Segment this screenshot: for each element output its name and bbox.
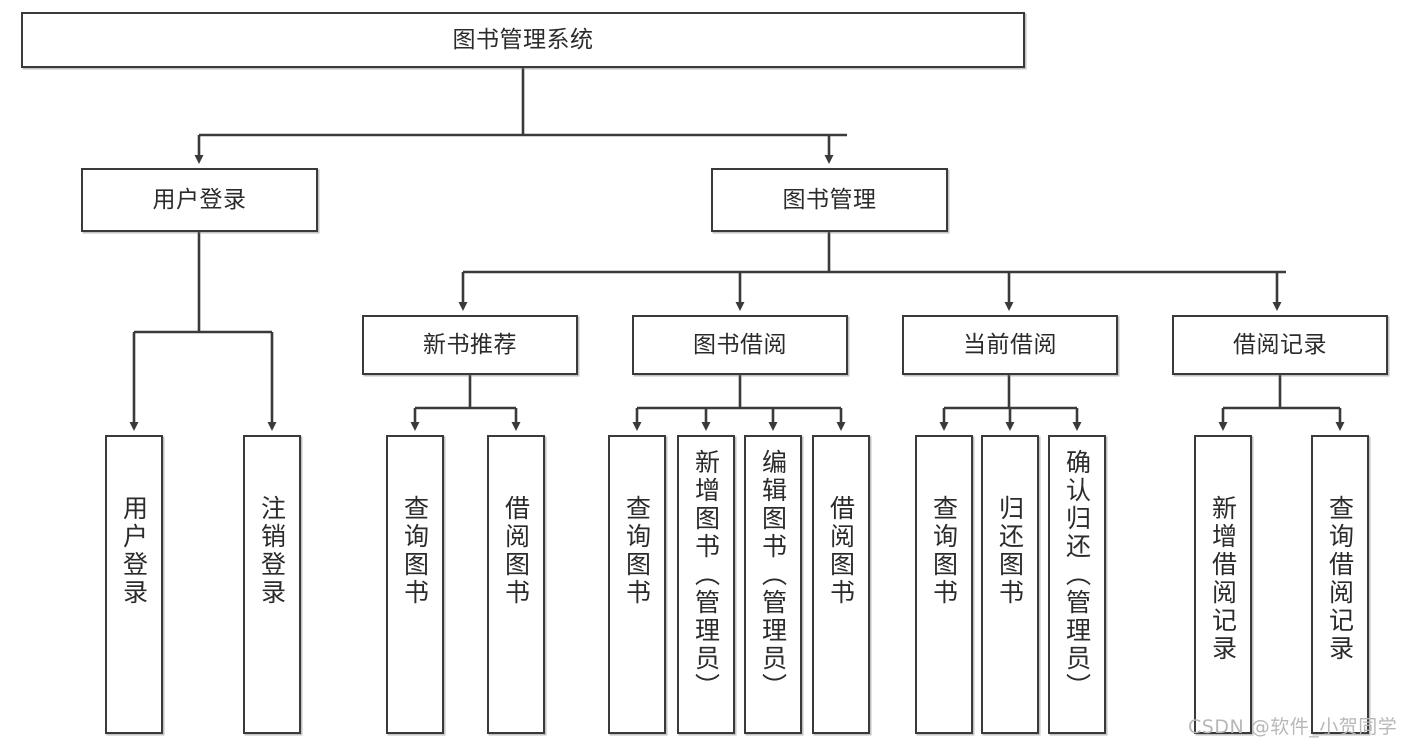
node-leaf-confirm-return-label: 确认归还（管理员） [1062, 449, 1092, 701]
node-leaf-borrow-book-2-label: 借阅图书 [826, 495, 856, 607]
node-leaf-return-book-label: 归还图书 [995, 495, 1025, 607]
node-leaf-borrow-book-1[interactable]: 借阅图书 [487, 435, 545, 734]
node-leaf-add-book-label: 新增图书（管理员） [691, 449, 721, 701]
node-leaf-query-book-2[interactable]: 查询图书 [608, 435, 666, 734]
node-leaf-borrow-book-1-label: 借阅图书 [501, 495, 531, 607]
node-book-borrow[interactable]: 图书借阅 [632, 315, 848, 375]
node-leaf-query-book-2-label: 查询图书 [622, 495, 652, 607]
node-leaf-logout[interactable]: 注销登录 [243, 435, 301, 734]
node-leaf-add-book[interactable]: 新增图书（管理员） [677, 435, 735, 734]
node-new-book-recommend-label: 新书推荐 [423, 331, 517, 358]
csdn-watermark: CSDN @软件_小贺同学 [1188, 716, 1398, 738]
node-leaf-borrow-book-2[interactable]: 借阅图书 [812, 435, 870, 734]
node-root-label: 图书管理系统 [452, 26, 594, 53]
node-leaf-query-record[interactable]: 查询借阅记录 [1311, 435, 1369, 734]
node-current-borrow[interactable]: 当前借阅 [902, 315, 1118, 375]
node-leaf-query-book-3[interactable]: 查询图书 [915, 435, 973, 734]
node-leaf-query-record-label: 查询借阅记录 [1325, 495, 1355, 663]
node-leaf-edit-book-label: 编辑图书（管理员） [758, 449, 788, 701]
node-leaf-return-book[interactable]: 归还图书 [981, 435, 1039, 734]
node-current-borrow-label: 当前借阅 [963, 331, 1057, 358]
node-leaf-user-login[interactable]: 用户登录 [105, 435, 163, 734]
node-user-login[interactable]: 用户登录 [81, 168, 318, 232]
node-borrow-record[interactable]: 借阅记录 [1172, 315, 1388, 375]
node-leaf-query-book-3-label: 查询图书 [929, 495, 959, 607]
node-book-borrow-label: 图书借阅 [693, 331, 787, 358]
node-leaf-add-record[interactable]: 新增借阅记录 [1194, 435, 1252, 734]
node-leaf-add-record-label: 新增借阅记录 [1208, 495, 1238, 663]
node-leaf-query-book-1-label: 查询图书 [400, 495, 430, 607]
node-new-book-recommend[interactable]: 新书推荐 [362, 315, 578, 375]
node-leaf-confirm-return[interactable]: 确认归还（管理员） [1048, 435, 1106, 734]
node-borrow-record-label: 借阅记录 [1233, 331, 1327, 358]
node-book-manage-label: 图书管理 [782, 186, 877, 213]
node-leaf-user-login-label: 用户登录 [119, 495, 149, 607]
node-user-login-label: 用户登录 [152, 186, 247, 213]
node-root[interactable]: 图书管理系统 [21, 12, 1025, 68]
node-leaf-edit-book[interactable]: 编辑图书（管理员） [744, 435, 802, 734]
node-leaf-logout-label: 注销登录 [257, 495, 287, 607]
node-leaf-query-book-1[interactable]: 查询图书 [386, 435, 444, 734]
node-book-manage[interactable]: 图书管理 [711, 168, 948, 232]
